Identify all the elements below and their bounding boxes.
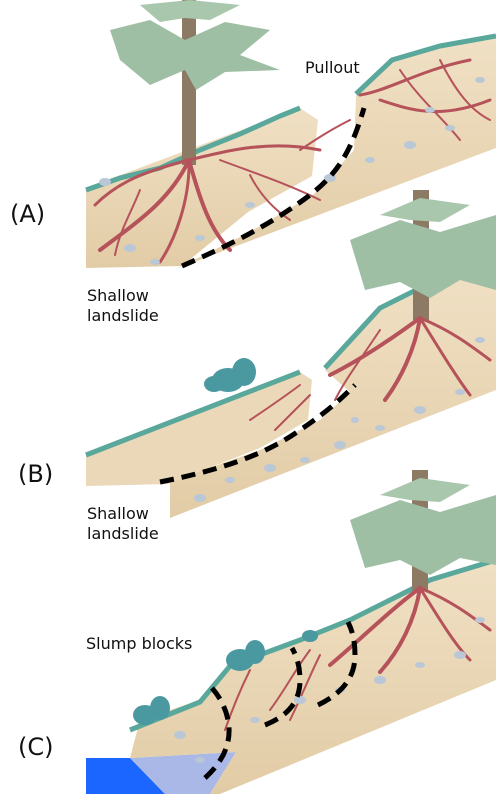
panel-a — [86, 0, 496, 268]
slump-blocks-annotation: Slump blocks — [86, 634, 192, 654]
panel-b-shallow-landslide-annotation: Shallow landslide — [87, 504, 159, 544]
panel-a-shallow-landslide-annotation: Shallow landslide — [87, 286, 159, 326]
panel-b-shrub — [204, 358, 256, 392]
pullout-annotation: Pullout — [305, 58, 360, 78]
panel-a-label: (A) — [10, 200, 45, 228]
panel-c-label: (C) — [18, 733, 53, 761]
panel-b-intact-block — [170, 272, 496, 518]
panel-b-label: (B) — [18, 460, 53, 488]
panel-a-slide-block — [86, 108, 318, 268]
